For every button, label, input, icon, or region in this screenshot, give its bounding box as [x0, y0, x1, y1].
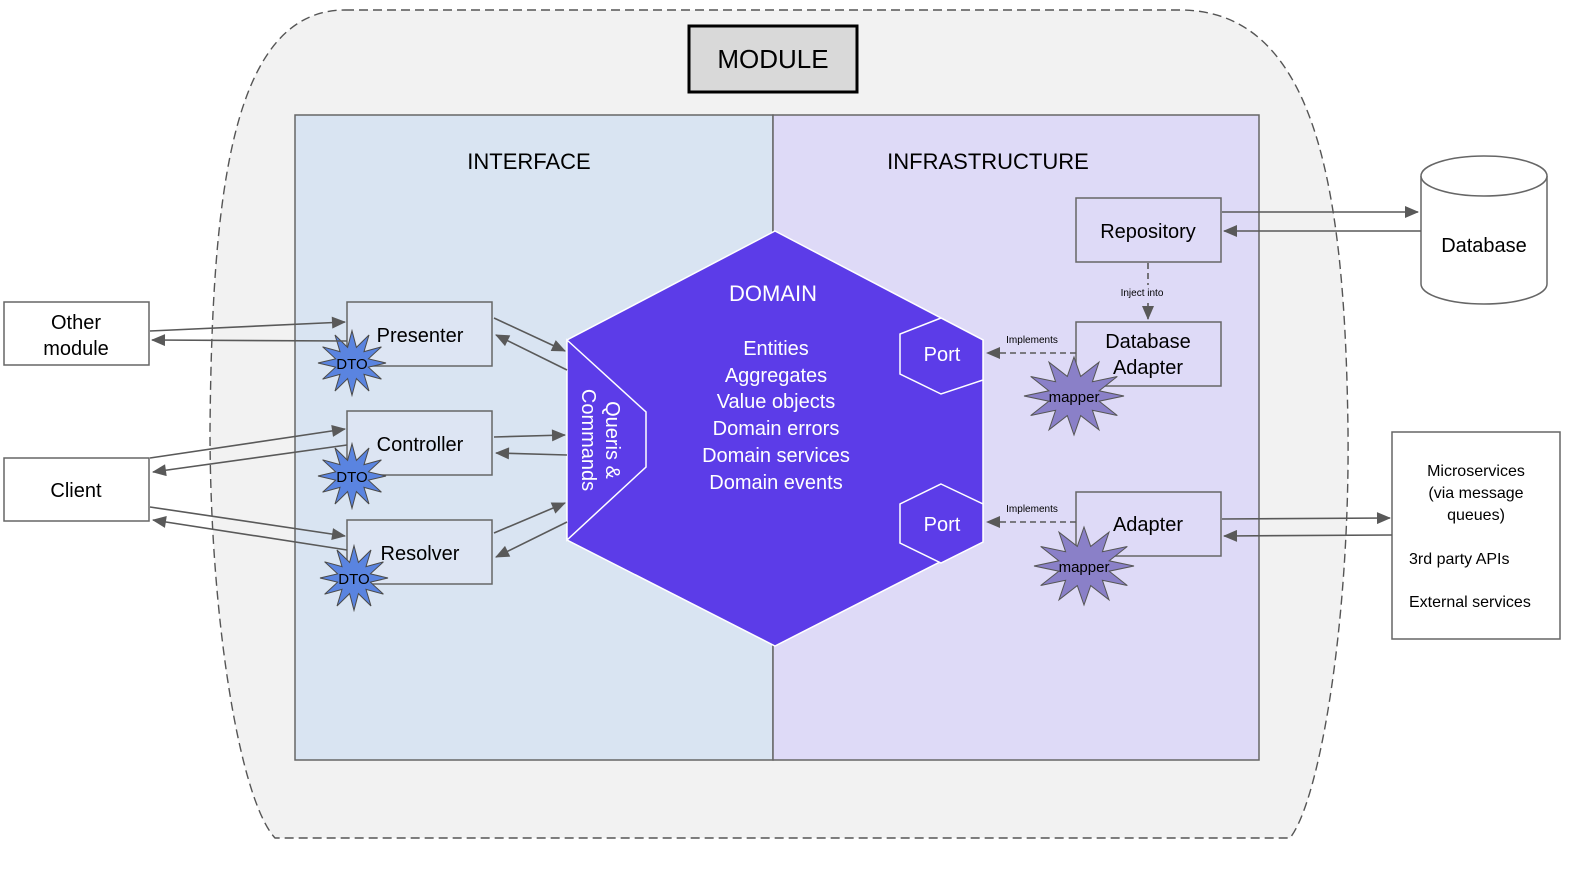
dto-badge: DTO: [317, 328, 387, 398]
arrow-domain-to-presenter: [495, 334, 568, 371]
arrow-other-to-presenter: [149, 316, 346, 332]
arrow-domain-to-resolver: [495, 521, 568, 558]
svg-text:Adapter: Adapter: [1113, 514, 1183, 536]
svg-text:Database: Database: [1441, 235, 1527, 257]
domain-item: Entities: [743, 338, 809, 360]
domain-item: Value objects: [717, 391, 836, 413]
domain-items: Entities Aggregates Value objects Domain…: [702, 338, 850, 494]
domain-item: Domain errors: [713, 418, 840, 440]
svg-text:mapper: mapper: [1049, 389, 1100, 406]
module-title: MODULE: [687, 24, 859, 94]
domain-item: Domain events: [709, 472, 842, 494]
client-box: Client: [3, 457, 150, 522]
arrow-resolver-to-domain: [493, 502, 566, 534]
svg-text:Adapter: Adapter: [1113, 357, 1183, 379]
database-adapter-box: Database Adapter: [1075, 321, 1222, 387]
svg-text:Database: Database: [1105, 331, 1191, 353]
arrow-client-to-controller: [149, 424, 346, 459]
mapper-badge: mapper: [1023, 355, 1125, 437]
external-services-box: Microservices (via message queues) 3rd p…: [1391, 431, 1561, 640]
svg-text:DTO: DTO: [336, 469, 367, 486]
arrow-resolver-to-client: [152, 516, 348, 551]
port-bottom: Port: [899, 483, 984, 564]
svg-text:Presenter: Presenter: [377, 325, 464, 347]
arrow-adapter-to-services: [1221, 512, 1391, 525]
svg-text:Client: Client: [50, 480, 102, 502]
svg-text:DTO: DTO: [338, 571, 369, 588]
arrow-controller-to-client: [152, 444, 348, 477]
svg-text:queues): queues): [1447, 507, 1505, 524]
svg-text:3rd party APIs: 3rd party APIs: [1409, 551, 1510, 568]
mapper-badge: mapper: [1033, 525, 1135, 607]
svg-text:MODULE: MODULE: [717, 44, 828, 74]
arrow-services-to-adapter: [1223, 529, 1393, 542]
arrow-domain-to-controller: [495, 447, 568, 460]
svg-text:(via message: (via message: [1428, 485, 1523, 502]
svg-text:Microservices: Microservices: [1427, 463, 1525, 480]
repository-box: Repository: [1075, 197, 1222, 263]
arrow-client-to-resolver: [149, 506, 346, 541]
svg-text:Queris &: Queris &: [601, 401, 623, 479]
svg-text:Controller: Controller: [377, 434, 464, 456]
dto-badge: DTO: [319, 543, 389, 613]
interface-heading: INTERFACE: [467, 149, 590, 174]
inject-into-label: Inject into: [1121, 288, 1164, 299]
port-top: Port: [899, 317, 984, 395]
svg-text:External services: External services: [1409, 594, 1531, 611]
queries-commands-label: Queris & Commands: [577, 389, 623, 491]
domain-title: DOMAIN: [729, 281, 817, 306]
domain-item: Aggregates: [725, 365, 827, 387]
svg-text:mapper: mapper: [1059, 559, 1110, 576]
svg-text:Commands: Commands: [577, 389, 599, 491]
arrow-presenter-to-domain: [493, 317, 566, 352]
infrastructure-heading: INFRASTRUCTURE: [887, 149, 1089, 174]
svg-text:DTO: DTO: [336, 356, 367, 373]
implements-label: Implements: [1006, 504, 1058, 515]
arrow-presenter-to-other: [151, 334, 348, 347]
other-module-box: Other module: [3, 301, 150, 366]
svg-text:Port: Port: [924, 344, 961, 366]
database-cylinder: Database: [1420, 155, 1548, 305]
svg-text:Repository: Repository: [1100, 221, 1196, 243]
implements-label: Implements: [1006, 335, 1058, 346]
dto-badge: DTO: [317, 441, 387, 511]
svg-text:Port: Port: [924, 514, 961, 536]
domain-item: Domain services: [702, 445, 850, 467]
arrow-controller-to-domain: [493, 429, 566, 442]
queries-commands-block: [566, 338, 647, 542]
svg-text:Other: Other: [51, 312, 101, 334]
svg-text:module: module: [43, 338, 109, 360]
svg-text:Resolver: Resolver: [381, 543, 460, 565]
